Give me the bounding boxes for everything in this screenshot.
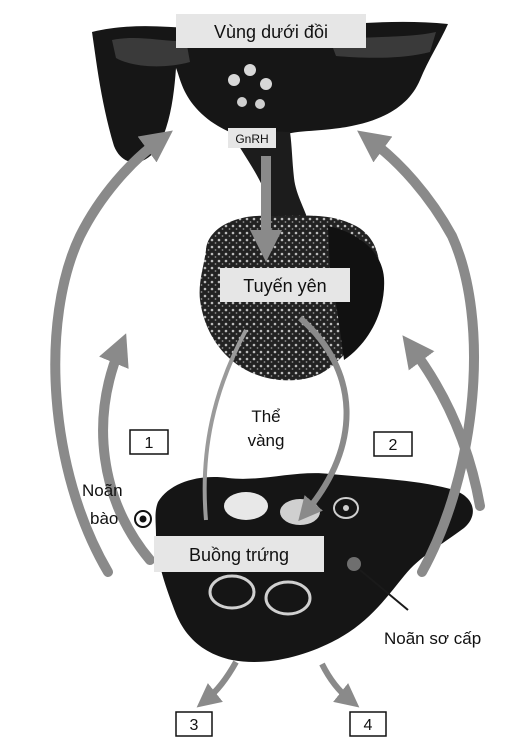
pituitary-label: Tuyến yên bbox=[243, 276, 326, 296]
corpus-luteum-label-line2: vàng bbox=[248, 431, 285, 450]
box-2-label: 2 bbox=[389, 437, 398, 454]
ovary-label: Buồng trứng bbox=[189, 545, 289, 565]
primary-oocyte-cell bbox=[347, 557, 361, 571]
box-1-label: 1 bbox=[145, 435, 154, 452]
egg-cell-symbol bbox=[135, 511, 151, 527]
arrow-ovary-to-3 bbox=[206, 662, 236, 700]
arrow-ovary-to-hypothalamus-left bbox=[55, 140, 160, 572]
arrow-ovary-to-4 bbox=[322, 664, 350, 700]
corpus-luteum-label-line1: Thể bbox=[251, 407, 280, 426]
follicle-3-core bbox=[343, 505, 349, 511]
gnrh-label: GnRH bbox=[235, 132, 268, 146]
egg-cell-label-line2: bào bbox=[90, 509, 118, 528]
egg-cell-label-line1: Noãn bbox=[82, 481, 123, 500]
box-4-label: 4 bbox=[364, 717, 373, 734]
corpus-luteum-follicle bbox=[224, 492, 268, 520]
primary-oocyte-label: Noãn sơ cấp bbox=[384, 629, 481, 648]
hypothalamus-label: Vùng dưới đồi bbox=[214, 22, 328, 42]
box-3-label: 3 bbox=[190, 717, 199, 734]
